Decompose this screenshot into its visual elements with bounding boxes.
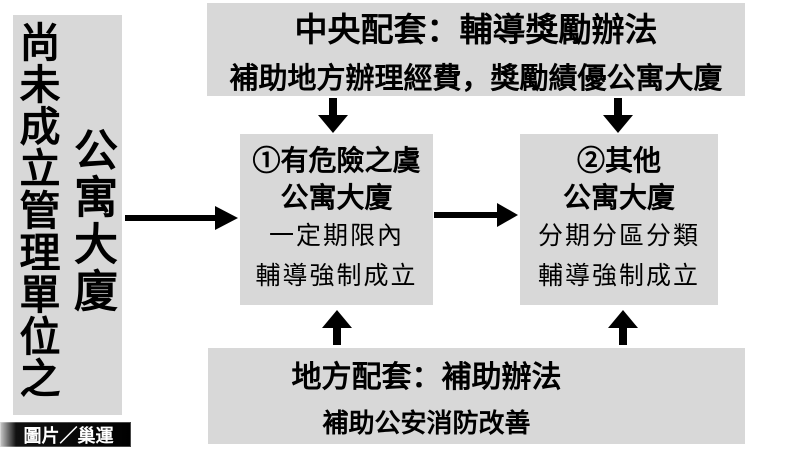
central-policy-title: 中央配套：輔導獎勵辦法 bbox=[294, 10, 658, 48]
box2-heading-line2: 公寓大廈 bbox=[562, 181, 675, 213]
local-policy-box: 地方配套：補助辦法 補助公安消防改善 bbox=[208, 348, 745, 444]
arrow-left-to-dangerous-icon bbox=[125, 205, 238, 231]
box2-body-line1: 分期分區分類 bbox=[537, 222, 700, 251]
credit-badge: 圖片／巢運 bbox=[0, 422, 131, 447]
arrow-central-to-other-icon bbox=[603, 98, 633, 133]
box1-body-line2: 輔導強制成立 bbox=[255, 262, 418, 291]
box1-heading-line1: ①有危險之虞 bbox=[252, 144, 421, 176]
arrow-local-to-dangerous-icon bbox=[322, 310, 352, 345]
box2-body-line2: 輔導強制成立 bbox=[537, 262, 700, 291]
unestablished-buildings-panel: 尚未成立管理單位之 公寓大廈 bbox=[13, 15, 122, 415]
arrow-local-to-other-icon bbox=[608, 310, 638, 345]
local-policy-subtitle: 補助公安消防改善 bbox=[322, 408, 531, 438]
local-policy-title: 地方配套：補助辦法 bbox=[291, 361, 562, 394]
central-policy-box: 中央配套：輔導獎勵辦法 補助地方辦理經費，獎勵績優公寓大廈 bbox=[207, 3, 745, 96]
central-policy-subtitle: 補助地方辦理經費，獎勵績優公寓大廈 bbox=[229, 62, 723, 95]
box2-heading-line1: ②其他 bbox=[576, 144, 661, 176]
box1-heading-line2: 公寓大廈 bbox=[280, 181, 393, 213]
box1-body-line1: 一定期限內 bbox=[268, 222, 404, 251]
left-panel-sub-label: 公寓大廈 bbox=[67, 127, 116, 315]
other-buildings-box: ②其他 公寓大廈 分期分區分類 輔導強制成立 bbox=[520, 134, 718, 305]
arrow-central-to-dangerous-icon bbox=[318, 98, 348, 133]
left-panel-main-label: 尚未成立管理單位之 bbox=[13, 21, 59, 399]
arrow-dangerous-to-other-icon bbox=[434, 202, 518, 228]
dangerous-buildings-box: ①有危險之虞 公寓大廈 一定期限內 輔導強制成立 bbox=[240, 134, 433, 305]
